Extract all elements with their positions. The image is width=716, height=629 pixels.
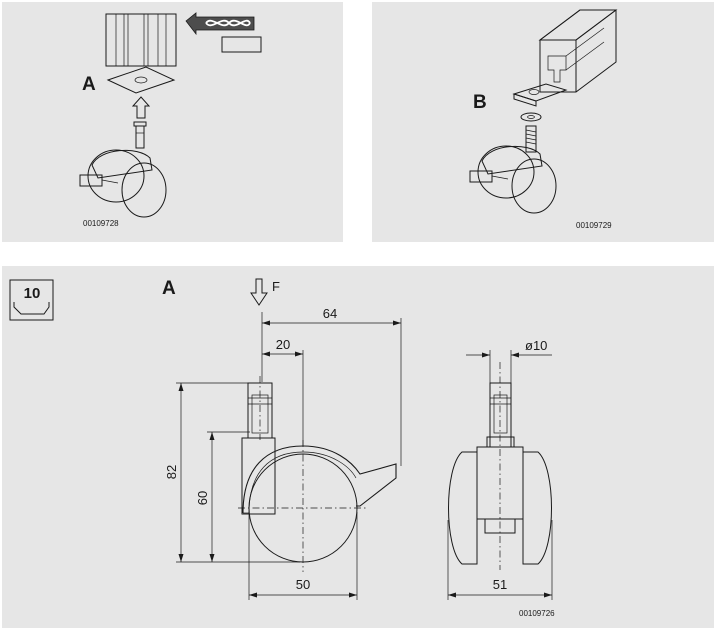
dimension-82-label: 82 <box>164 465 179 479</box>
force-label: F <box>272 279 280 294</box>
panel-b-label: B <box>473 92 487 113</box>
panel-a-background <box>2 2 343 242</box>
dimension-50-lines <box>248 512 358 600</box>
dimension-50-label: 50 <box>296 577 310 592</box>
dimension-51-lines <box>447 520 553 600</box>
dimension-64-lines <box>261 312 402 466</box>
load-class-badge <box>9 279 54 321</box>
caster-front-view <box>448 362 552 570</box>
dimension-60-label: 60 <box>195 491 210 505</box>
dimension-20-lines <box>262 350 304 446</box>
dimension-20-label: 20 <box>276 337 290 352</box>
panel-b-drawing-code: 00109729 <box>576 221 612 230</box>
drawing-panel-background <box>2 266 714 628</box>
drawing-code: 00109726 <box>519 609 555 618</box>
panel-a-label: A <box>82 74 96 95</box>
dimension-64-label: 64 <box>323 306 337 321</box>
dimension-60-lines <box>207 431 250 562</box>
dimension-diameter-10-label: ø10 <box>525 338 547 353</box>
drawing-view-label: A <box>162 278 176 299</box>
panel-b-background <box>372 2 714 242</box>
panel-a-drawing-code: 00109728 <box>83 219 119 228</box>
panel-a-illustration <box>79 12 262 218</box>
force-arrow-icon <box>250 278 268 306</box>
dimension-82-lines <box>176 382 300 563</box>
dimension-51-label: 51 <box>493 577 507 592</box>
caster-side-view <box>238 376 397 572</box>
load-class-badge-value: 10 <box>24 285 41 302</box>
dimension-diameter-10-lines <box>466 350 552 384</box>
panel-b-illustration <box>469 9 618 214</box>
